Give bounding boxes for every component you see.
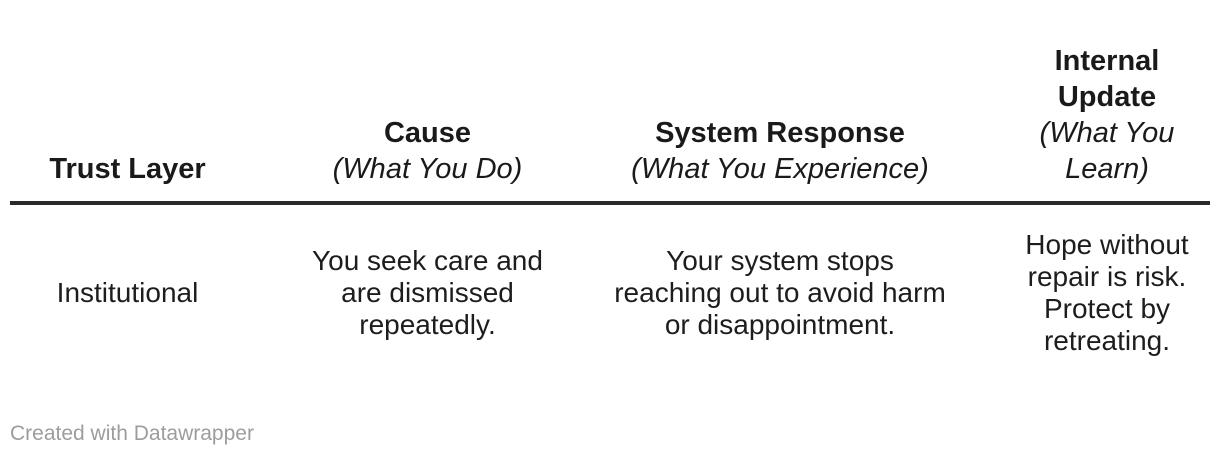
column-title: Internal Update bbox=[1054, 45, 1160, 113]
cell-system-response: Your system stops reaching out to avoid … bbox=[614, 245, 946, 340]
datawrapper-credit-link[interactable]: Created with Datawrapper bbox=[10, 422, 254, 445]
column-header-internal-update: Internal Update(What You Learn) bbox=[950, 0, 1210, 205]
trust-layers-table: Trust Layer Cause (What You Do) System Re… bbox=[10, 0, 1210, 381]
column-header-system-response: System Response (What You Experience) bbox=[610, 0, 950, 205]
column-header-trust-layer: Trust Layer bbox=[10, 0, 245, 205]
cell-internal-update: Hope without repair is risk. Protect by … bbox=[1025, 229, 1189, 356]
column-subtitle: (What You Learn) bbox=[1039, 117, 1175, 185]
table-header-row: Trust Layer Cause (What You Do) System Re… bbox=[10, 0, 1210, 205]
column-subtitle: (What You Do) bbox=[332, 153, 523, 185]
column-title: Trust Layer bbox=[49, 153, 206, 185]
column-header-cause: Cause (What You Do) bbox=[245, 0, 610, 205]
column-title: Cause bbox=[383, 117, 472, 149]
cell-trust-layer: Institutional bbox=[56, 277, 199, 308]
column-subtitle: (What You Experience) bbox=[631, 153, 929, 185]
column-title: System Response bbox=[655, 117, 905, 149]
table-row: Institutional You seek care and are dism… bbox=[10, 203, 1210, 381]
cell-cause: You seek care and are dismissed repeated… bbox=[312, 245, 543, 340]
